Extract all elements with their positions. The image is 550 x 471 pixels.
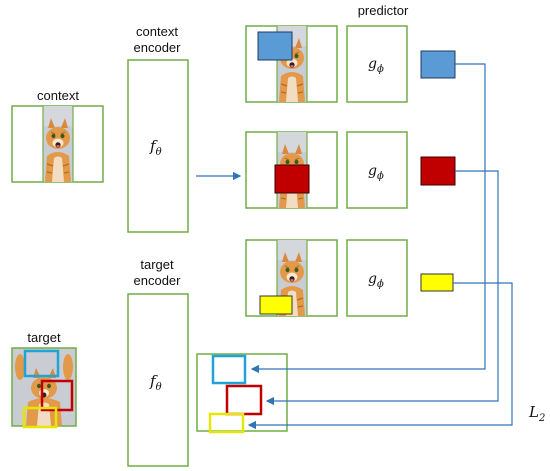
context-image — [11, 105, 104, 183]
context-copy-1 — [245, 25, 338, 103]
context-copy-2 — [245, 131, 338, 209]
target-encoder-box: fθ — [127, 293, 189, 467]
loss-l2-label: L2 — [528, 403, 545, 424]
predictor-box-1: gϕ — [346, 25, 408, 103]
target-representation-panel — [196, 353, 288, 434]
predictor-box-3: gϕ — [346, 239, 408, 317]
mask-token-yellow — [259, 295, 293, 315]
target-embedding-yellow — [208, 412, 245, 434]
target-image — [11, 347, 77, 429]
target-block-yellow — [22, 406, 58, 429]
prediction-blue — [420, 50, 456, 79]
prediction-yellow — [420, 273, 454, 292]
context-encoder-box: fθ — [127, 59, 189, 233]
target-encoder-label-line2: encoder — [134, 273, 182, 288]
f-theta-target: fθ — [149, 372, 162, 393]
f-theta-context: fθ — [149, 137, 162, 158]
context-label: context — [37, 88, 79, 103]
context-encoder-label-line1: context — [136, 24, 178, 39]
prediction-red — [420, 156, 456, 186]
predictor-box-2: gϕ — [346, 131, 408, 209]
l2-connector-red — [265, 170, 499, 406]
context-encoder-label-line2: encoder — [134, 40, 182, 55]
target-embedding-cyan — [211, 354, 247, 385]
l2-connector-yellow — [247, 282, 513, 430]
target-block-cyan — [23, 349, 60, 378]
l2-connector-blue — [250, 63, 486, 374]
context-copy-3 — [245, 239, 338, 317]
target-encoder-label-line1: target — [140, 257, 174, 272]
mask-token-red — [274, 164, 310, 194]
svg-text:gϕ: gϕ — [368, 56, 384, 75]
target-label: target — [27, 330, 61, 345]
svg-text:gϕ: gϕ — [368, 163, 384, 182]
mask-token-blue — [257, 31, 293, 61]
svg-text:gϕ: gϕ — [368, 271, 384, 290]
predictor-label: predictor — [358, 3, 409, 18]
